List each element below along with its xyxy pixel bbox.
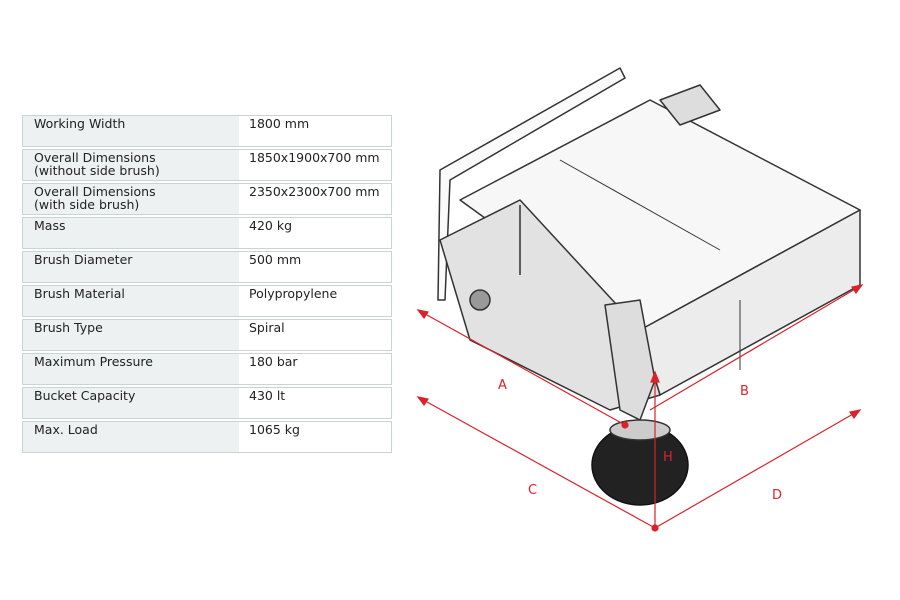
spec-label: Max. Load [23, 422, 239, 452]
spec-row: Brush Material Polypropylene [22, 285, 392, 317]
spec-row: Overall Dimensions(without side brush)18… [22, 149, 392, 181]
dim-line-a [417, 309, 626, 426]
spec-label-text: Mass [34, 218, 66, 233]
spec-row: Maximum Pressure 180 bar [22, 353, 392, 385]
spec-label-text: Brush Diameter [34, 252, 133, 267]
spec-value: Polypropylene [239, 286, 391, 316]
label-c: C [528, 483, 537, 498]
spec-row: Brush Diameter 500 mm [22, 251, 392, 283]
mount-frame [437, 67, 626, 301]
spec-label-text: Maximum Pressure [34, 354, 153, 369]
label-h: H [663, 450, 673, 465]
label-d: D [772, 488, 782, 503]
spec-value: 420 kg [239, 218, 391, 248]
sweeper-drawing [437, 67, 861, 506]
spec-label: Maximum Pressure [23, 354, 239, 384]
side-panel [439, 199, 661, 411]
spec-label: Working Width [23, 116, 239, 146]
spec-row: Overall Dimensions(with side brush)2350x… [22, 183, 392, 215]
spec-label-text: Overall Dimensions [34, 184, 156, 199]
spec-value: 1065 kg [239, 422, 391, 452]
spec-row: Mass 420 kg [22, 217, 392, 249]
spec-label-sub: (without side brush) [34, 163, 160, 178]
spec-row: Max. Load 1065 kg [22, 421, 392, 453]
spec-label: Overall Dimensions(with side brush) [23, 184, 239, 214]
dim-line-d [654, 409, 861, 529]
dim-line-c [417, 396, 656, 529]
spec-label-text: Max. Load [34, 422, 98, 437]
spec-value: 1850x1900x700 mm [239, 150, 391, 180]
spec-value: 500 mm [239, 252, 391, 282]
spec-label-text: Overall Dimensions [34, 150, 156, 165]
hub [469, 289, 491, 311]
spec-label-text: Brush Material [34, 286, 125, 301]
spec-label-text: Brush Type [34, 320, 103, 335]
spec-label-sub: (with side brush) [34, 197, 140, 212]
dim-line-b [649, 284, 863, 411]
spec-label: Brush Type [23, 320, 239, 350]
label-b: B [740, 384, 749, 399]
spec-value: 180 bar [239, 354, 391, 384]
spec-label: Overall Dimensions(without side brush) [23, 150, 239, 180]
spec-row: Bucket Capacity 430 lt [22, 387, 392, 419]
spec-label-text: Working Width [34, 116, 126, 131]
spec-label: Brush Material [23, 286, 239, 316]
spec-value: 2350x2300x700 mm [239, 184, 391, 214]
label-a: A [498, 378, 507, 393]
spec-value: 430 lt [239, 388, 391, 418]
spec-label: Mass [23, 218, 239, 248]
dimension-lines [416, 284, 864, 532]
spec-value: Spiral [239, 320, 391, 350]
spec-label: Bucket Capacity [23, 388, 239, 418]
spec-row: Working Width 1800 mm [22, 115, 392, 147]
side-brush-arm [604, 299, 656, 421]
spec-label-text: Bucket Capacity [34, 388, 136, 403]
spec-row: Brush Type Spiral [22, 319, 392, 351]
spec-value: 1800 mm [239, 116, 391, 146]
spec-label: Brush Diameter [23, 252, 239, 282]
